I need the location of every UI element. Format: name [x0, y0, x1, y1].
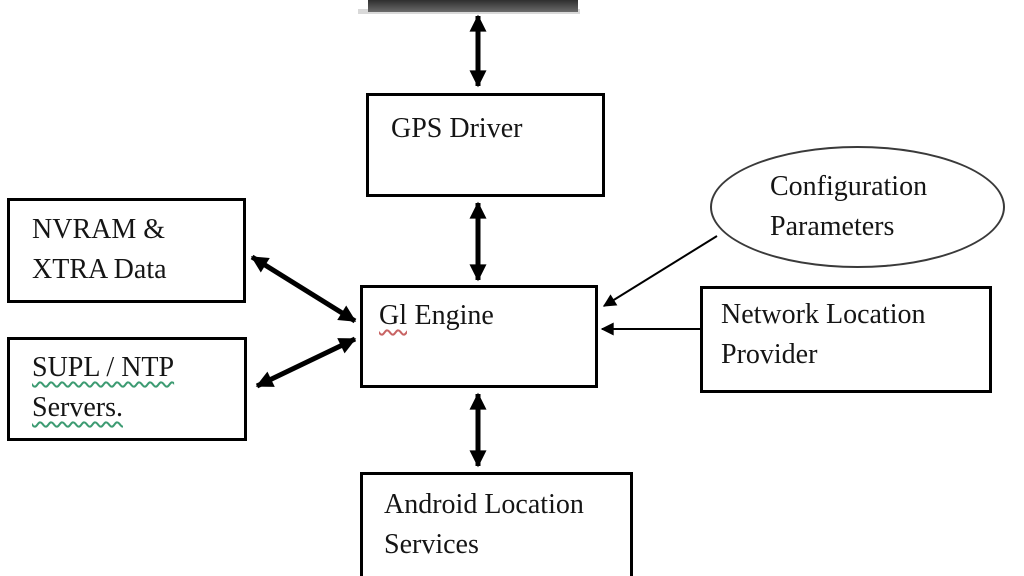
als-label-line1: Android Location — [384, 489, 584, 520]
gps-driver-box: GPS Driver — [366, 93, 605, 197]
nvram-label-line2: XTRA Data — [32, 254, 167, 285]
network-location-provider-box: Network Location Provider — [700, 286, 992, 393]
arrow-supl-glengine — [255, 336, 357, 389]
nvram-xtra-box: NVRAM & XTRA Data — [7, 198, 246, 303]
nlp-label-line2: Provider — [721, 339, 818, 370]
arrow-nvram-glengine — [250, 254, 357, 324]
gl-engine-word-rest: Engine — [414, 300, 494, 331]
supl-label-line1: SUPL / NTP — [32, 352, 175, 383]
config-label-line2: Parameters — [770, 211, 895, 242]
supl-label-line2: Servers. — [32, 392, 123, 423]
supl-ntp-box: SUPL / NTP Servers. — [7, 337, 247, 441]
gps-driver-label: GPS Driver — [391, 113, 523, 144]
config-label-line1: Configuration — [770, 171, 928, 202]
gl-engine-word-misspelled: Gl — [379, 300, 407, 331]
configuration-parameters-ellipse: Configuration Parameters — [710, 146, 1005, 268]
nlp-label-line1: Network Location — [721, 299, 926, 330]
nvram-label-line1: NVRAM & — [32, 214, 166, 245]
android-location-services-box: Android Location Services — [360, 472, 633, 576]
gps-hardware-bar — [368, 0, 578, 12]
als-label-line2: Services — [384, 529, 479, 560]
